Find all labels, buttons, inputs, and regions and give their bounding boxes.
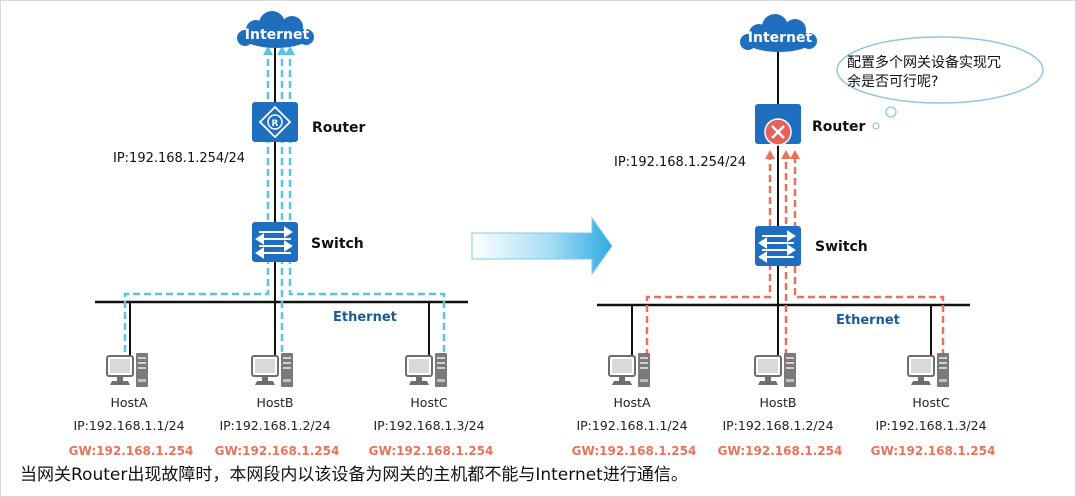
right-path-arrow-a — [765, 150, 775, 159]
transition-arrow — [471, 216, 613, 276]
left-hostc-ip: IP:192.168.1.3/24 — [373, 418, 484, 433]
left-router-icon: R — [252, 102, 298, 142]
right-path-hosta — [645, 157, 772, 356]
left-router-ip: IP:192.168.1.254/24 — [113, 151, 245, 166]
left-path-arrow-b — [277, 46, 287, 55]
left-path-hostc — [288, 52, 446, 352]
left-router-label: Router — [312, 120, 366, 136]
right-router-failed-icon — [755, 104, 801, 146]
left-hostb-ip: IP:192.168.1.2/24 — [219, 418, 330, 433]
right-hostb-pc-icon — [754, 352, 797, 388]
right-hostc-name: HostC — [912, 395, 949, 410]
right-hostb-gw: GW:192.168.1.254 — [718, 444, 843, 458]
right-switch-label: Switch — [815, 239, 868, 255]
right-hosta-gw: GW:192.168.1.254 — [572, 444, 697, 458]
right-router-ip: IP:192.168.1.254/24 — [614, 155, 746, 170]
right-hosta-name: HostA — [613, 395, 650, 410]
svg-text:R: R — [272, 119, 279, 129]
left-hosta-ip: IP:192.168.1.1/24 — [73, 418, 184, 433]
thought-line-1: 配置多个网关设备实现冗 — [847, 54, 1001, 71]
right-path-arrow-c — [790, 150, 800, 159]
right-hostc-ip: IP:192.168.1.3/24 — [875, 418, 986, 433]
left-hostc-name: HostC — [410, 395, 447, 410]
left-cloud-label: Internet — [245, 27, 310, 43]
right-hosta-pc-icon — [608, 352, 651, 388]
right-hostb-name: HostB — [759, 395, 796, 410]
right-switch-icon — [755, 226, 801, 266]
left-switch-icon — [252, 222, 298, 262]
right-hostc-gw: GW:192.168.1.254 — [871, 444, 996, 458]
right-router-label: Router — [812, 119, 866, 135]
left-ethernet-label: Ethernet — [333, 310, 397, 325]
thought-line-2: 余是否可行呢? — [847, 73, 938, 90]
left-hostb-gw: GW:192.168.1.254 — [215, 444, 340, 458]
left-path-arrow-a — [263, 46, 273, 55]
left-hosta-pc-icon — [106, 352, 149, 388]
left-internet-cloud: Internet — [237, 11, 314, 48]
right-internet-cloud: Internet — [740, 14, 817, 52]
left-diagram: Internet R Router IP:192.168.1.254/24 Sw… — [69, 11, 494, 458]
left-hostb-name: HostB — [256, 395, 293, 410]
right-ethernet-label: Ethernet — [836, 313, 900, 328]
right-cloud-label: Internet — [748, 30, 813, 46]
right-hosta-ip: IP:192.168.1.1/24 — [576, 418, 687, 433]
left-hostc-gw: GW:192.168.1.254 — [369, 444, 494, 458]
left-hostb-pc-icon — [251, 352, 294, 388]
caption: 当网关Router出现故障时，本网段内以该设备为网关的主机都不能与Interne… — [20, 465, 688, 485]
left-hosta-gw: GW:192.168.1.254 — [69, 444, 194, 458]
left-path-arrow-c — [285, 46, 295, 55]
left-hosta-name: HostA — [110, 395, 147, 410]
left-hostc-pc-icon — [405, 352, 448, 388]
thought-bubble: 配置多个网关设备实现冗 余是否可行呢? — [836, 36, 1044, 130]
right-diagram: Internet Router IP:192.168.1.254/24 配置多个… — [572, 14, 1044, 458]
left-path-hosta — [123, 52, 270, 352]
right-hostb-ip: IP:192.168.1.2/24 — [722, 418, 833, 433]
left-switch-label: Switch — [311, 236, 364, 252]
right-path-arrow-b — [781, 150, 791, 159]
right-hostc-pc-icon — [907, 352, 950, 388]
